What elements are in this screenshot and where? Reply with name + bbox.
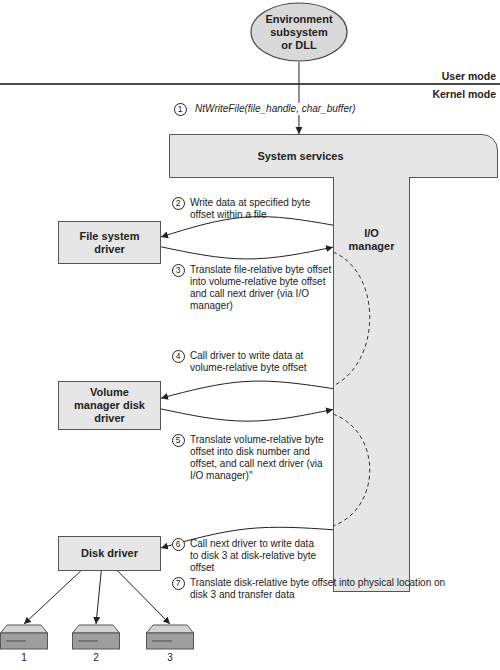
- mode-label: Kernel mode: [380, 88, 496, 100]
- callout-number: 5: [172, 434, 185, 447]
- disk-symbol: [146, 624, 194, 650]
- subsystem-ellipse: Environment subsystem or DLL: [250, 2, 348, 62]
- disk-symbol: [72, 624, 120, 650]
- call-signature: NtWriteFile(file_handle, char_buffer): [193, 103, 358, 115]
- disk-front: [73, 633, 120, 649]
- callout-number: 6: [172, 538, 185, 551]
- disk-slot: [152, 640, 172, 642]
- dashed-flow: [333, 252, 370, 386]
- node-title: System services: [257, 150, 343, 163]
- step-text: Translate file-relative byte offset into…: [190, 264, 332, 312]
- io-manager-column: I/O manager: [333, 177, 410, 592]
- flow-arrow: [298, 62, 299, 134]
- flow-arrow: [161, 527, 333, 548]
- driver-box: File system driver: [58, 221, 161, 264]
- flow-arrow: [24, 571, 81, 624]
- system-services-band: System services: [169, 134, 498, 178]
- callout-number: 1: [174, 103, 187, 116]
- disk-drive: 2: [72, 624, 120, 650]
- disk-drive: 1: [0, 624, 48, 650]
- node-title: Volume manager disk driver: [69, 386, 151, 425]
- disk-top: [147, 625, 194, 633]
- flow-arrow: [118, 571, 170, 624]
- disk-top: [73, 625, 120, 633]
- callout-number: 4: [172, 350, 185, 363]
- disk-number: 1: [0, 652, 48, 664]
- flow-arrow: [161, 381, 333, 398]
- step-text: Call driver to write data at volume-rela…: [190, 350, 330, 374]
- step-text: Call next driver to write data to disk 3…: [190, 538, 320, 574]
- disk-number: 3: [146, 652, 194, 664]
- flow-arrow: [161, 247, 333, 259]
- callout-number: 3: [172, 264, 185, 277]
- disk-symbol: [0, 624, 48, 650]
- disk-top: [1, 625, 48, 633]
- node-title: File system driver: [69, 230, 151, 256]
- node-title: Disk driver: [69, 547, 151, 560]
- step-text: Translate volume-relative byte offset in…: [190, 434, 325, 482]
- disk-slot: [78, 640, 98, 642]
- disk-front: [1, 633, 48, 649]
- flow-arrow: [96, 571, 101, 624]
- callout-number: 2: [172, 197, 185, 210]
- step-text: Write data at specified byte offset with…: [190, 197, 320, 221]
- driver-box: Disk driver: [58, 536, 161, 571]
- disk-drive: 3: [146, 624, 194, 650]
- disk-front: [147, 633, 194, 649]
- node-title: Environment subsystem or DLL: [264, 13, 334, 52]
- edge-group: [24, 62, 333, 624]
- flow-arrow: [161, 409, 333, 421]
- mode-divider: [0, 83, 500, 85]
- step-text: Translate disk-relative byte offset into…: [190, 577, 452, 601]
- dashed-flow: [333, 414, 370, 526]
- flow-arrow: [161, 217, 333, 237]
- callout-number: 7: [172, 577, 185, 590]
- disk-number: 2: [72, 652, 120, 664]
- mode-label: User mode: [380, 70, 496, 82]
- ellipse-shape: [251, 3, 347, 61]
- disk-slot: [6, 640, 26, 642]
- driver-box: Volume manager disk driver: [58, 381, 161, 430]
- node-title: I/O manager: [342, 227, 402, 253]
